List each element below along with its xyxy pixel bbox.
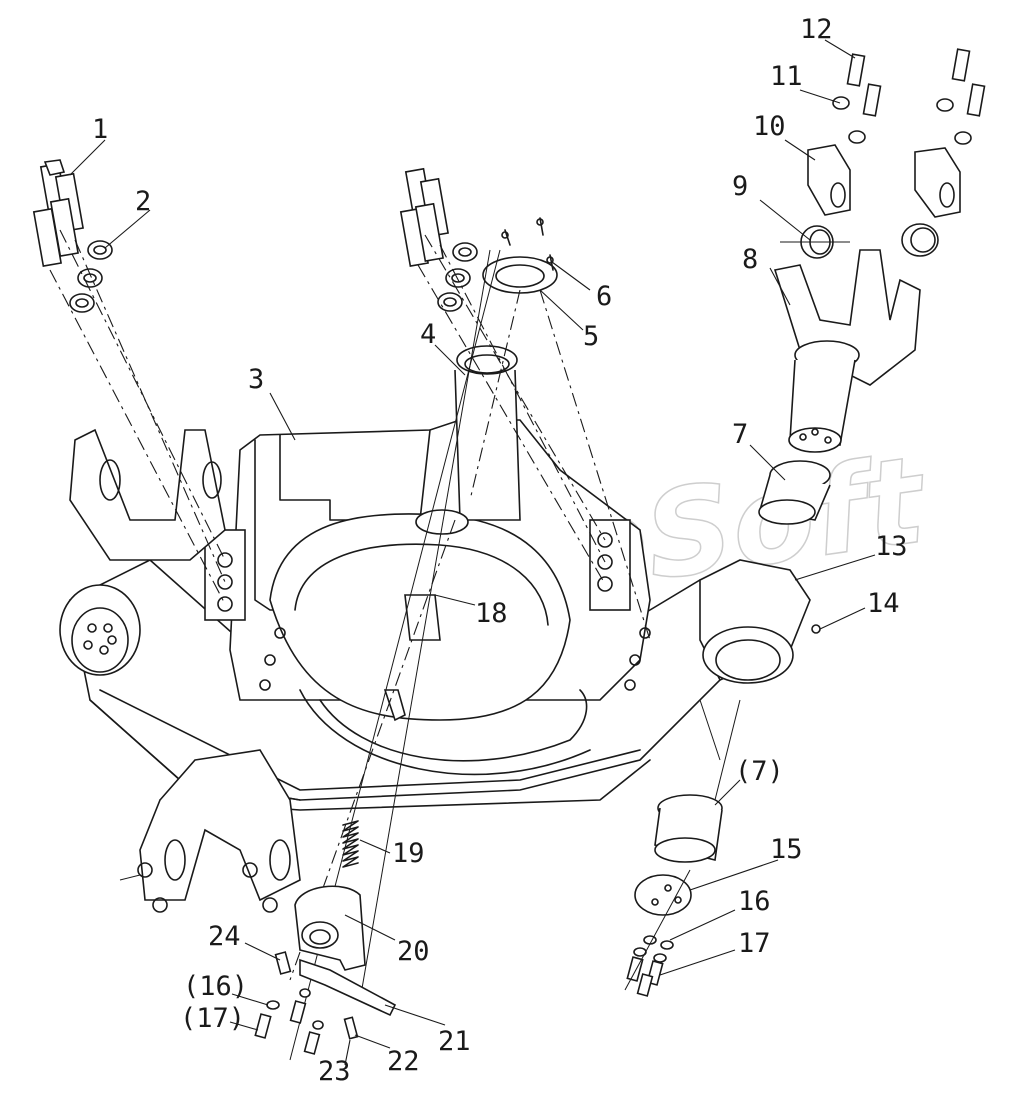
right-yoke-assembly [773,48,986,453]
callout-16b: (16) [183,971,248,1002]
leader-lines [69,39,876,1066]
callout-7: 7 [732,419,748,450]
callout-6: 6 [596,281,612,312]
callout-12: 12 [800,14,833,45]
bolt-group-left [32,159,113,313]
callout-8: 8 [742,244,758,275]
bolt-group-center [399,167,478,312]
callout-10: 10 [753,111,786,142]
callout-5: 5 [583,321,599,352]
callout-23: 23 [318,1056,351,1087]
callout-14: 14 [867,588,900,619]
callout-19: 19 [392,838,425,869]
callout-15: 15 [770,834,803,865]
callout-labels: 1 2 3 4 5 6 7 (7) 8 9 10 11 12 13 14 15 … [92,14,908,1087]
callout-11: 11 [770,61,803,92]
spring [342,820,359,868]
callout-21: 21 [438,1026,471,1057]
bushing-lower [654,794,723,863]
cap-bolts [624,869,691,997]
callout-22: 22 [387,1046,420,1077]
right-wheel-housing [699,559,821,821]
callout-16: 16 [738,886,771,917]
center-pivot-tube [383,345,521,722]
lock-plate [299,958,397,1017]
end-cap [634,874,692,916]
callout-7b: (7) [735,756,784,787]
bushing-upper [758,460,831,525]
assembly-lines [49,229,651,1061]
flange-ring [482,256,558,294]
callout-18: 18 [475,598,508,629]
callout-24: 24 [208,921,241,952]
callout-3: 3 [248,364,264,395]
callout-4: 4 [420,319,436,350]
callout-1: 1 [92,114,108,145]
set-screws [501,217,554,271]
callout-9: 9 [732,171,748,202]
callout-17: 17 [738,928,771,959]
callout-17b: (17) [180,1003,245,1034]
callout-13: 13 [875,531,908,562]
lower-bracket [294,885,366,971]
callout-20: 20 [397,936,430,967]
callout-2: 2 [135,186,151,217]
